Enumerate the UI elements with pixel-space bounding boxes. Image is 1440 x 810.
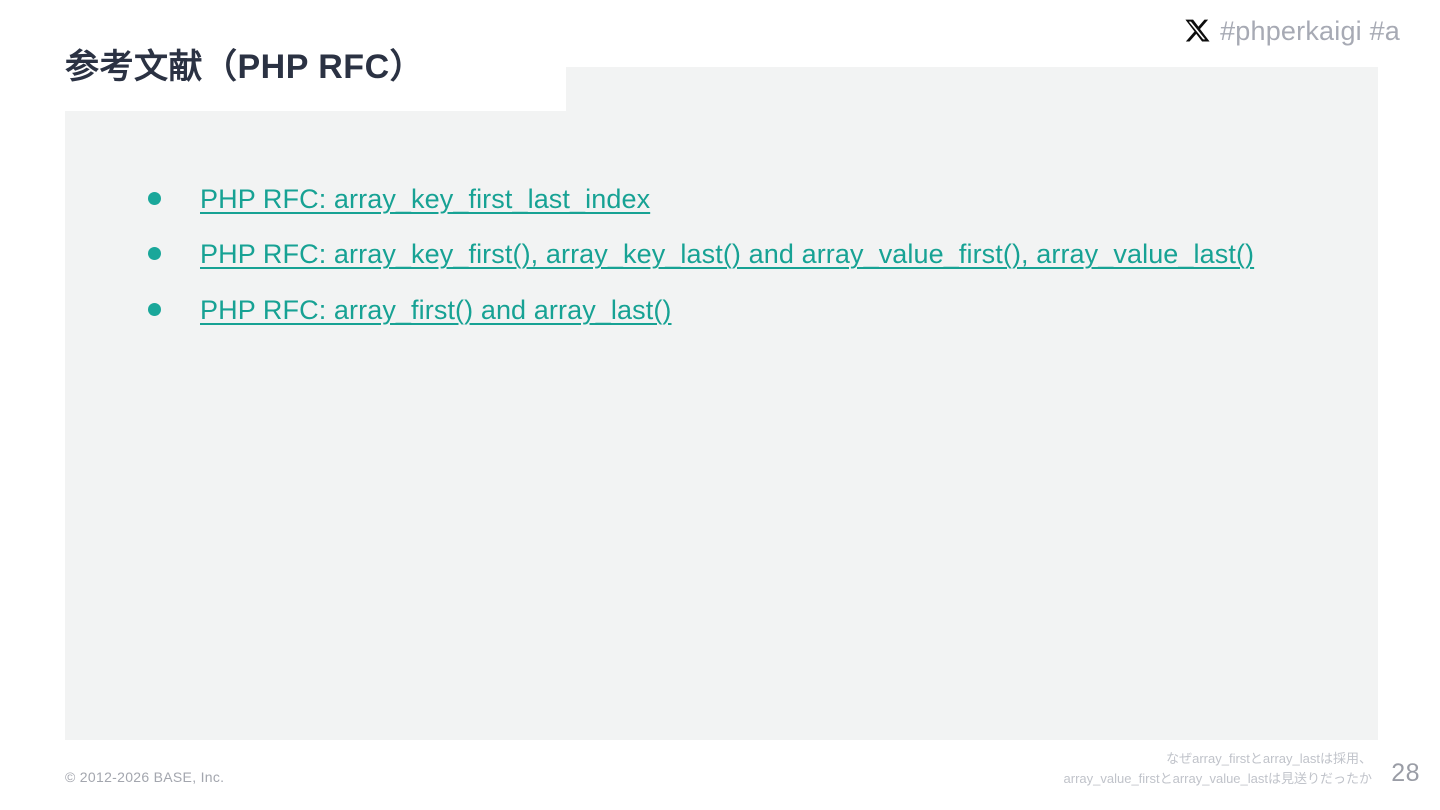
page-title: 参考文献（PHP RFC） <box>65 48 425 86</box>
x-logo-icon <box>1185 19 1210 42</box>
reference-link-3[interactable]: PHP RFC: array_first() and array_last() <box>200 294 672 325</box>
footer-talk-title-line2: array_value_firstとarray_value_lastは見送りだっ… <box>1063 770 1372 786</box>
list-item: PHP RFC: array_key_first(), array_key_la… <box>140 231 1290 277</box>
bullet-icon <box>148 247 161 261</box>
footer-talk-title: なぜarray_firstとarray_lastは採用、 array_value… <box>952 749 1372 788</box>
footer-talk-title-line1: なぜarray_firstとarray_lastは採用、 <box>1166 751 1372 766</box>
content-panel <box>65 67 1378 740</box>
reference-link-1[interactable]: PHP RFC: array_key_first_last_index <box>200 184 651 214</box>
bullet-icon <box>148 302 161 316</box>
panel-title-notch <box>65 67 566 111</box>
reference-link-list: PHP RFC: array_key_first_last_index PHP … <box>140 176 1290 342</box>
hashtag-label: #phperkaigi #a <box>1220 15 1400 46</box>
footer-copyright: © 2012-2026 BASE, Inc. <box>65 769 225 785</box>
bullet-icon <box>148 192 161 205</box>
list-item: PHP RFC: array_key_first_last_index <box>140 176 1290 222</box>
reference-link-2[interactable]: PHP RFC: array_key_first(), array_key_la… <box>200 239 1255 270</box>
hashtag-bar: #phperkaigi #a <box>1184 14 1400 48</box>
list-item: PHP RFC: array_first() and array_last() <box>140 287 1290 333</box>
page-number: 28 <box>1391 759 1420 787</box>
